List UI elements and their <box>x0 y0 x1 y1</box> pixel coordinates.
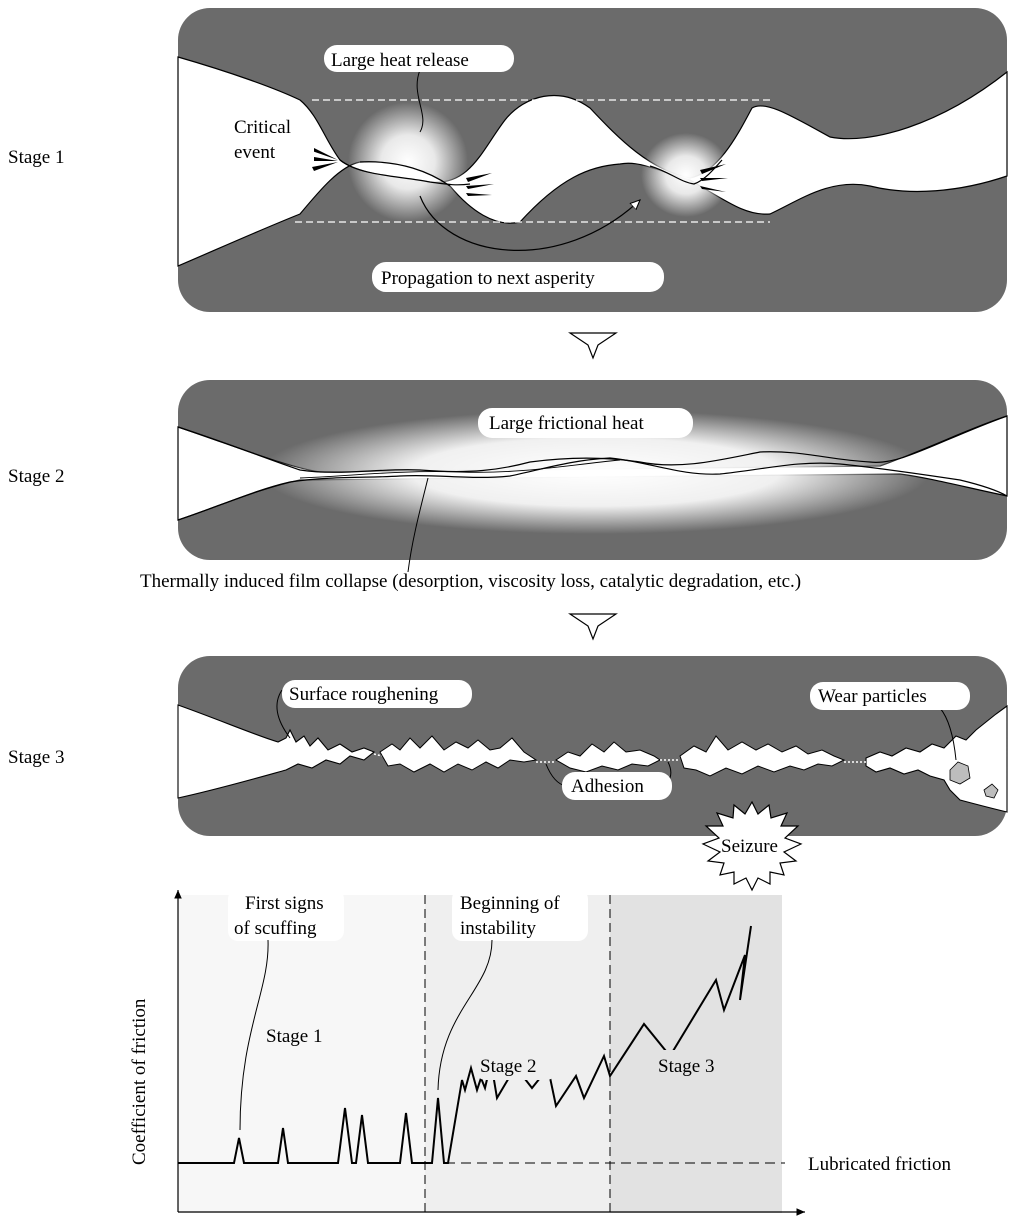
graph-stage2-label: Stage 2 <box>480 1056 536 1077</box>
first-signs-label-line2: of scuffing <box>234 918 317 939</box>
graph-stage1-label: Stage 1 <box>266 1026 322 1047</box>
graph-stage1-label-bg <box>260 1020 340 1050</box>
frictional-heat-label-bg <box>478 408 693 438</box>
beginning-label-bg <box>452 889 588 941</box>
adhesion-label: Adhesion <box>571 776 644 797</box>
stage3-label: Stage 3 <box>8 747 64 768</box>
critical-label-line2: event <box>234 142 276 163</box>
frictional-heat-label: Large frictional heat <box>489 413 644 434</box>
graph-stage3-label-bg <box>652 1050 736 1080</box>
wear-label: Wear particles <box>818 686 927 707</box>
down-arrow-1-icon <box>568 332 618 360</box>
y-axis-label: Coefficient of friction <box>129 998 150 1165</box>
propagation-label-bg <box>372 262 664 292</box>
wear-particle-1 <box>949 761 971 785</box>
seizure-burst-icon <box>701 800 803 892</box>
spark-middle-icon <box>466 173 494 196</box>
propagation-arrow <box>419 195 640 251</box>
graph-stage2-label-bg <box>474 1050 558 1080</box>
heat-callout-line <box>416 69 424 133</box>
hotspot-small <box>641 133 731 217</box>
hotspot-large <box>348 102 468 222</box>
beginning-callout-line <box>437 939 493 1091</box>
wear-label-bg <box>810 682 970 710</box>
spark-right-icon <box>700 164 728 192</box>
lubricated-friction-label: Lubricated friction <box>808 1154 951 1175</box>
panel2-thin-line <box>299 459 621 479</box>
graph-region-stage1 <box>178 895 425 1213</box>
wear-callout-line <box>939 707 957 761</box>
panel2-heat-glow <box>260 410 930 534</box>
film-collapse-callout-line <box>407 477 429 573</box>
panel1-contact-curve-1 <box>339 159 471 186</box>
panel-stage1: Large heat release Critical event Propag… <box>177 8 1008 312</box>
panel3-gap-frag1 <box>379 735 538 773</box>
panel2-upper-surface <box>177 415 1008 473</box>
first-signs-callout-line <box>239 939 269 1131</box>
panel3-gap-frag3 <box>679 735 846 777</box>
adhesion-label-bg <box>562 772 672 800</box>
down-arrow-2-icon <box>568 613 618 641</box>
panel-stage3: Surface roughening Wear particles Adhesi… <box>177 656 1008 836</box>
friction-graph: Seizure First signs of scuffing Beginnin… <box>129 800 951 1216</box>
critical-label-bg <box>224 112 314 164</box>
beginning-label-line1: Beginning of <box>460 893 560 914</box>
first-signs-label-line1: First signs <box>245 893 324 914</box>
panel3-gap-left <box>177 704 376 799</box>
graph-stage3-label: Stage 3 <box>658 1056 714 1077</box>
first-signs-label-bg <box>228 889 344 941</box>
wear-particle-2 <box>983 783 999 799</box>
stage1-label: Stage 1 <box>8 147 64 168</box>
panel3-gap-right <box>865 704 1008 813</box>
roughening-label-bg <box>282 680 472 708</box>
roughening-callout-line <box>276 689 291 739</box>
heat-label-bg <box>324 45 514 72</box>
adhesion-join-1 <box>373 753 383 757</box>
film-collapse-caption: Thermally induced film collapse (desorpt… <box>140 571 801 592</box>
spark-left-icon <box>312 147 338 171</box>
panel2-lower-surface <box>177 457 1008 521</box>
panel3-gap-frag2 <box>555 741 661 773</box>
panel-stage2: Large frictional heat <box>177 380 1008 573</box>
roughening-label: Surface roughening <box>289 684 439 705</box>
panel1-contact-curve-2 <box>359 161 451 187</box>
critical-label-line1: Critical <box>234 117 291 138</box>
beginning-label-line2: instability <box>460 918 537 939</box>
stage2-label: Stage 2 <box>8 466 64 487</box>
propagation-label: Propagation to next asperity <box>381 268 595 289</box>
friction-trace <box>178 925 752 1164</box>
seizure-label: Seizure <box>721 836 778 857</box>
heat-label: Large heat release <box>331 50 469 71</box>
